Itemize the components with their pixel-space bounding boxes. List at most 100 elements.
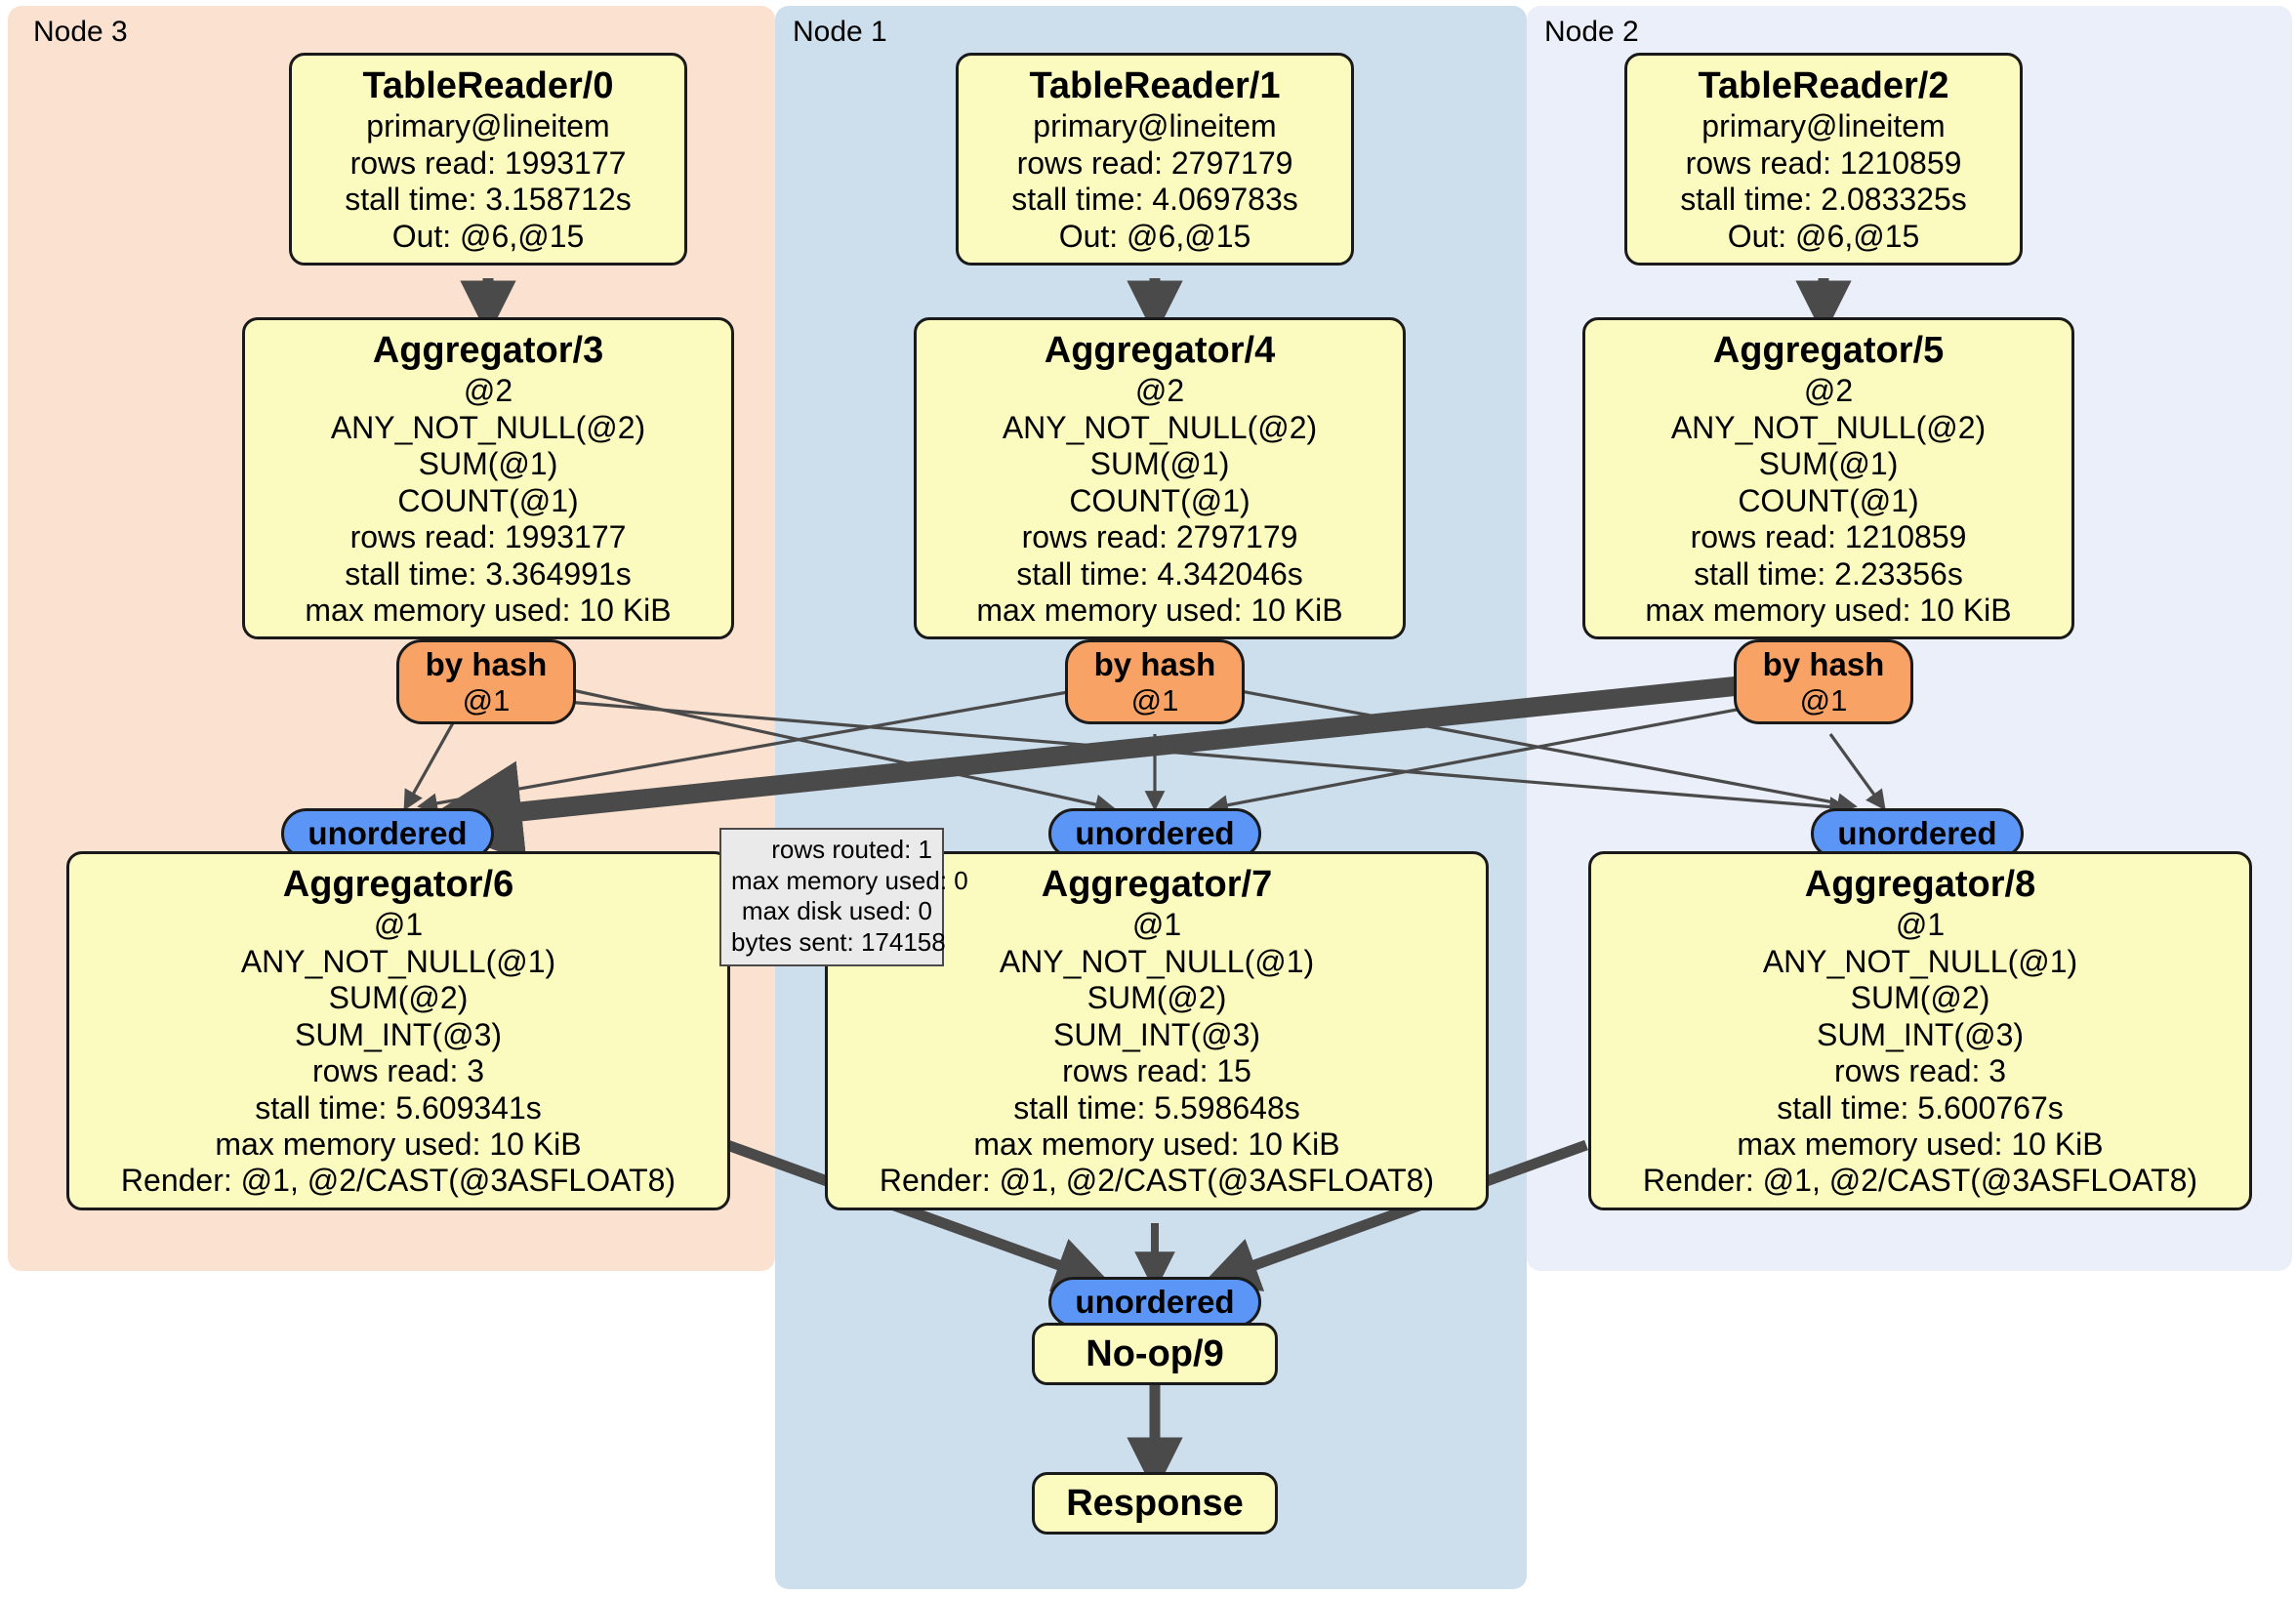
node-detail: SUM(@1) <box>1758 446 1899 482</box>
node-detail: rows read: 2797179 <box>1021 519 1298 555</box>
node-detail: ANY_NOT_NULL(@2) <box>1002 409 1318 445</box>
node-detail: max memory used: 10 KiB <box>976 592 1343 628</box>
node-detail: SUM(@2) <box>1086 980 1227 1016</box>
node-aggregator-4[interactable]: Aggregator/4 @2 ANY_NOT_NULL(@2) SUM(@1)… <box>914 317 1406 640</box>
synchronizer-label: unordered <box>1075 1284 1235 1320</box>
node-detail: stall time: 3.158712s <box>345 182 632 218</box>
node-title: TableReader/1 <box>1029 65 1281 106</box>
node-detail: max memory used: 10 KiB <box>215 1126 582 1162</box>
node-detail: @1 <box>373 907 424 943</box>
router-column: @1 <box>462 682 511 717</box>
synchronizer-label: unordered <box>1837 815 1997 851</box>
node-detail: ANY_NOT_NULL(@1) <box>240 943 556 979</box>
router-stats-tooltip: rows routed: 1 max memory used: 0 max di… <box>719 828 968 966</box>
router-by-hash-node1[interactable]: by hash @1 <box>1065 639 1245 724</box>
node-detail: rows read: 1210859 <box>1685 144 1962 181</box>
node-detail: SUM_INT(@3) <box>294 1016 503 1052</box>
node-detail: Out: @6,@15 <box>391 218 585 254</box>
cluster-label-node1: Node 1 <box>793 16 887 48</box>
node-detail: @2 <box>463 373 513 409</box>
node-tablereader-1[interactable]: TableReader/1 primary@lineitem rows read… <box>956 53 1354 266</box>
node-detail: Out: @6,@15 <box>1727 218 1920 254</box>
node-title: Aggregator/3 <box>372 330 604 371</box>
synchronizer-label: unordered <box>1075 815 1235 851</box>
node-detail: ANY_NOT_NULL(@1) <box>999 943 1315 979</box>
stats-line-rows-routed: rows routed: 1 <box>771 835 932 864</box>
node-title: Aggregator/7 <box>1041 864 1273 905</box>
node-title: TableReader/2 <box>1698 65 1949 106</box>
synchronizer-unordered-node1[interactable]: unordered <box>1048 808 1261 859</box>
node-detail: primary@lineitem <box>366 108 610 144</box>
stats-line-max-memory: max memory used: 0 <box>731 865 968 895</box>
router-column: @1 <box>1799 682 1848 717</box>
node-detail: rows read: 1993177 <box>349 144 627 181</box>
node-detail: ANY_NOT_NULL(@2) <box>330 409 646 445</box>
node-detail: SUM_INT(@3) <box>1816 1016 2025 1052</box>
node-detail: Render: @1, @2/CAST(@3ASFLOAT8) <box>1642 1163 2198 1199</box>
node-detail: stall time: 4.342046s <box>1016 555 1303 592</box>
node-detail: rows read: 3 <box>311 1053 485 1089</box>
node-detail: rows read: 1210859 <box>1690 519 1967 555</box>
router-title: by hash <box>1762 646 1885 682</box>
router-column: @1 <box>1130 682 1179 717</box>
node-detail: stall time: 5.600767s <box>1777 1089 2064 1126</box>
node-detail: rows read: 15 <box>1062 1053 1251 1089</box>
node-title: Response <box>1066 1483 1244 1524</box>
node-detail: ANY_NOT_NULL(@1) <box>1762 943 2078 979</box>
node-detail: SUM(@2) <box>1850 980 1990 1016</box>
router-title: by hash <box>425 646 548 682</box>
node-aggregator-6[interactable]: Aggregator/6 @1 ANY_NOT_NULL(@1) SUM(@2)… <box>66 851 730 1210</box>
node-detail: stall time: 3.364991s <box>345 555 632 592</box>
node-title: Aggregator/5 <box>1712 330 1945 371</box>
node-detail: max memory used: 10 KiB <box>305 592 672 628</box>
synchronizer-label: unordered <box>308 815 468 851</box>
node-tablereader-2[interactable]: TableReader/2 primary@lineitem rows read… <box>1624 53 2023 266</box>
node-noop-9[interactable]: No-op/9 <box>1032 1323 1278 1386</box>
node-aggregator-5[interactable]: Aggregator/5 @2 ANY_NOT_NULL(@2) SUM(@1)… <box>1582 317 2074 640</box>
node-detail: primary@lineitem <box>1033 108 1277 144</box>
synchronizer-unordered-final[interactable]: unordered <box>1048 1277 1261 1328</box>
node-aggregator-3[interactable]: Aggregator/3 @2 ANY_NOT_NULL(@2) SUM(@1)… <box>242 317 734 640</box>
stats-line-bytes-sent: bytes sent: 174158 <box>731 927 946 958</box>
node-aggregator-8[interactable]: Aggregator/8 @1 ANY_NOT_NULL(@1) SUM(@2)… <box>1588 851 2252 1210</box>
node-detail: Render: @1, @2/CAST(@3ASFLOAT8) <box>879 1163 1435 1199</box>
node-detail: stall time: 4.069783s <box>1011 182 1298 218</box>
node-detail: @2 <box>1134 373 1185 409</box>
node-detail: SUM(@1) <box>1089 446 1230 482</box>
node-detail: rows read: 2797179 <box>1016 144 1293 181</box>
router-by-hash-node3[interactable]: by hash @1 <box>396 639 576 724</box>
node-aggregator-7[interactable]: Aggregator/7 @1 ANY_NOT_NULL(@1) SUM(@2)… <box>825 851 1489 1210</box>
node-detail: rows read: 1993177 <box>349 519 627 555</box>
node-tablereader-0[interactable]: TableReader/0 primary@lineitem rows read… <box>289 53 687 266</box>
cluster-label-node2: Node 2 <box>1544 16 1639 48</box>
node-detail: SUM_INT(@3) <box>1052 1016 1261 1052</box>
node-detail: ANY_NOT_NULL(@2) <box>1670 409 1987 445</box>
node-detail: @2 <box>1803 373 1854 409</box>
node-detail: primary@lineitem <box>1702 108 1946 144</box>
node-detail: stall time: 5.598648s <box>1013 1089 1300 1126</box>
node-detail: stall time: 2.083325s <box>1680 182 1967 218</box>
node-detail: SUM(@1) <box>418 446 558 482</box>
node-detail: COUNT(@1) <box>1738 482 1919 518</box>
synchronizer-unordered-node2[interactable]: unordered <box>1811 808 2024 859</box>
node-detail: COUNT(@1) <box>397 482 579 518</box>
node-detail: COUNT(@1) <box>1069 482 1250 518</box>
node-detail: stall time: 2.23356s <box>1694 555 1963 592</box>
router-title: by hash <box>1093 646 1216 682</box>
node-title: No-op/9 <box>1086 1333 1224 1374</box>
node-detail: @1 <box>1131 907 1182 943</box>
node-detail: SUM(@2) <box>328 980 469 1016</box>
stats-line-max-disk: max disk used: 0 <box>741 896 932 926</box>
node-detail: stall time: 5.609341s <box>255 1089 542 1126</box>
router-by-hash-node2[interactable]: by hash @1 <box>1734 639 1913 724</box>
node-title: Aggregator/6 <box>282 864 514 905</box>
node-title: TableReader/0 <box>362 65 614 106</box>
node-detail: Render: @1, @2/CAST(@3ASFLOAT8) <box>120 1163 676 1199</box>
node-response[interactable]: Response <box>1032 1472 1278 1536</box>
node-detail: @1 <box>1895 907 1946 943</box>
node-detail: Out: @6,@15 <box>1058 218 1251 254</box>
node-detail: max memory used: 10 KiB <box>1737 1126 2104 1162</box>
node-detail: max memory used: 10 KiB <box>1645 592 2012 628</box>
node-detail: max memory used: 10 KiB <box>973 1126 1340 1162</box>
